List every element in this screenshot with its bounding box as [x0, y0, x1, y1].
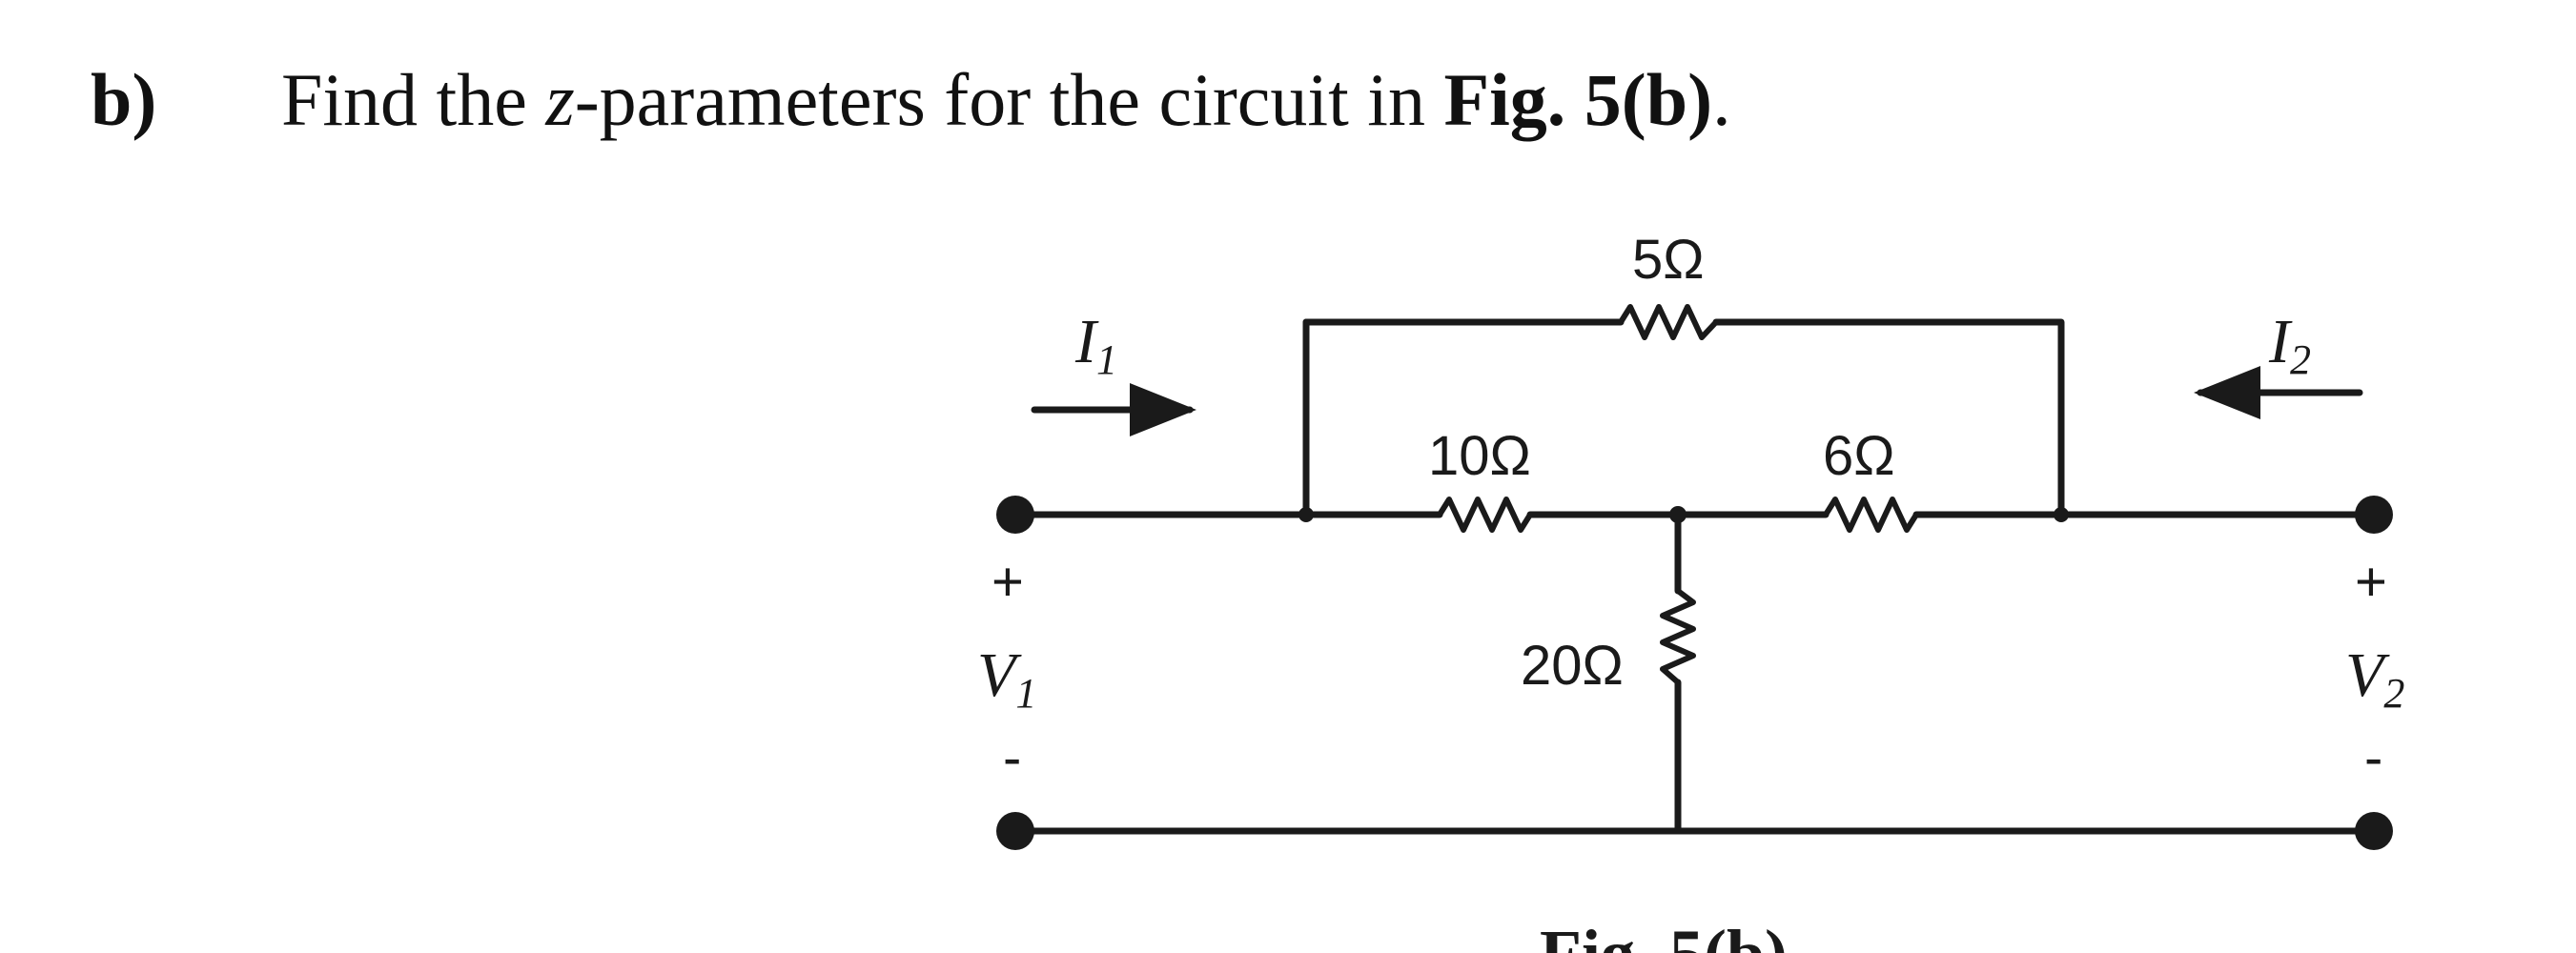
port1-minus: - [1003, 727, 1021, 789]
port2-voltage-label: V2 [2345, 640, 2404, 717]
terminal-port2-bottom [2355, 812, 2393, 850]
port2-minus: - [2364, 727, 2382, 789]
top-wire-right [1712, 318, 2065, 518]
resistor-shunt [1660, 588, 1696, 685]
question-variable: z [545, 58, 575, 141]
terminal-port2-top [2355, 496, 2393, 534]
resistor-left [1437, 497, 1533, 533]
resistor-right [1823, 497, 1919, 533]
port2-plus: + [2355, 551, 2387, 613]
junction-middle [1669, 506, 1687, 523]
junction-left [1298, 507, 1314, 522]
question-text-after: -parameters for the circuit in [574, 58, 1444, 141]
question-label: b) [91, 58, 157, 141]
port1-voltage-label: V1 [977, 640, 1036, 717]
port1-plus: + [992, 551, 1024, 613]
terminal-port1-bottom [996, 812, 1034, 850]
figure-caption: Fig. 5(b) [1540, 916, 1788, 953]
resistor-shunt-label: 20Ω [1521, 635, 1624, 697]
junction-right [2054, 507, 2069, 522]
resistor-right-label: 6Ω [1823, 425, 1895, 487]
terminal-port1-top [996, 496, 1034, 534]
figure-reference: Fig. 5(b) [1443, 58, 1713, 141]
resistor-top-label: 5Ω [1632, 229, 1705, 291]
port2-current-label: I2 [2268, 307, 2311, 383]
question-text: b) Find the z-parameters for the circuit … [91, 57, 1731, 143]
question-text-before: Find the [281, 58, 546, 141]
port1-current-label: I1 [1074, 307, 1117, 383]
resistor-left-label: 10Ω [1428, 425, 1531, 487]
resistor-top [1618, 304, 1719, 340]
question-end: . [1712, 58, 1731, 141]
